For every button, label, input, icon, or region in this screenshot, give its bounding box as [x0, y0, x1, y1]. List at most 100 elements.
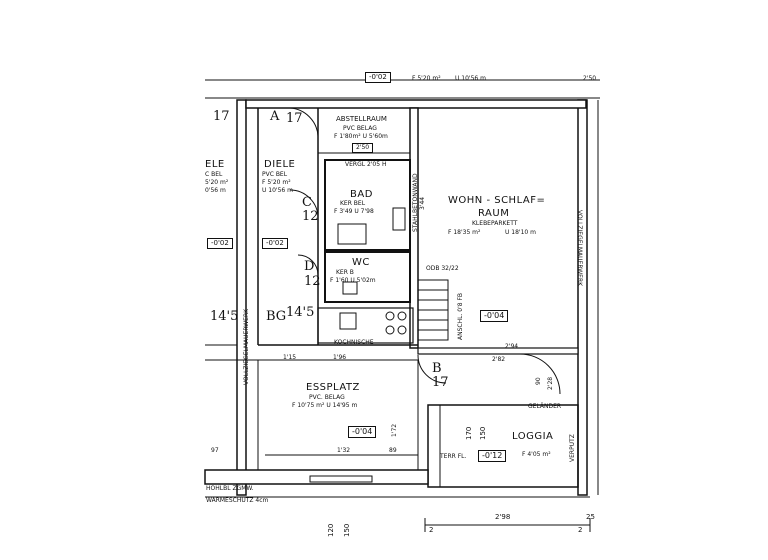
- loggia-area: F 4'05 m²: [522, 451, 551, 458]
- top-dim-250: 2'50: [583, 75, 597, 82]
- abstellraum-name: ABSTELLRAUM: [336, 115, 387, 123]
- dim-196: 1'96: [333, 354, 347, 361]
- stove-burner: [385, 325, 395, 335]
- bad-name: BAD: [350, 189, 373, 200]
- right-outer-wall: [577, 99, 588, 496]
- diele-left-name: ELE: [205, 159, 225, 170]
- gelander-label: GELÄNDER: [528, 403, 562, 410]
- wohn-level: -0'04: [480, 310, 509, 322]
- wc-floor: KER B: [336, 269, 354, 276]
- bad-note: VERGL 2'05 H: [345, 161, 387, 168]
- abstellraum-area: F 1'80m² U 5'60m: [334, 133, 388, 140]
- dim-172: 1'72: [391, 423, 398, 437]
- terr-label: TERR FL.: [440, 453, 467, 460]
- essplatz-area: F 10'75 m² U 14'95 m: [292, 402, 358, 409]
- bad-area: F 3'49 U 7'98: [334, 208, 374, 215]
- dim-97: 97: [211, 447, 219, 454]
- dim-2a: 2: [429, 526, 434, 534]
- door-code-a: A: [270, 109, 280, 124]
- wohn-bottom-wall: [417, 347, 579, 355]
- sink: [339, 312, 357, 330]
- top-level-marker: -0'02: [365, 72, 391, 83]
- stove-burner: [397, 325, 407, 335]
- bad-floor: KER BEL: [340, 200, 366, 207]
- stove-burner: [385, 311, 395, 321]
- door-swing: [289, 189, 319, 219]
- dim-282: 2'82: [492, 356, 506, 363]
- washbasin: [392, 207, 406, 231]
- door-code-c: C: [302, 195, 312, 210]
- diele-perimeter: U 10'56 m: [262, 187, 293, 194]
- top-area: F 5'20 m²: [412, 75, 441, 82]
- toilet: [342, 281, 358, 295]
- door-code-a-num: 17: [286, 111, 303, 126]
- wohn-floor: KLEBEPARKETT: [472, 220, 518, 227]
- door-swing: [417, 354, 447, 384]
- bathtub: [337, 223, 367, 245]
- vollziegel-left-label: VOLLZIEGELMAUERWERK: [243, 308, 250, 385]
- door-code-d-num: 12: [304, 274, 321, 289]
- dim-294: 2'94: [505, 343, 519, 350]
- abstellraum-floor: PVC BELAG: [343, 125, 377, 132]
- top-perimeter: U 10'56 m: [455, 75, 486, 82]
- door-code-17: 17: [213, 109, 230, 124]
- diele-name: DIELE: [264, 159, 296, 170]
- ansch-label: ANSCHL. 0'8 FB: [457, 292, 464, 340]
- kochnische-name: KOCHNISCHE: [334, 339, 374, 346]
- door-swing: [519, 353, 561, 395]
- wohn-perimeter: U 18'10 m: [505, 229, 536, 236]
- door-swing: [289, 107, 319, 137]
- door-code-b: B: [432, 361, 442, 376]
- wc-name: WC: [352, 257, 370, 268]
- diele-area: F 5'20 m²: [262, 179, 291, 186]
- dim-170: 170: [465, 426, 473, 440]
- stove-burner: [397, 311, 407, 321]
- loggia-name: LOGGIA: [512, 431, 554, 442]
- vollziegel-right-label: VOLLZIEGELMAUERWERK: [576, 210, 583, 287]
- door-code-bg: BG: [266, 309, 287, 324]
- essplatz-level: -0'04: [348, 426, 377, 438]
- dim-90: 90: [535, 377, 542, 385]
- wc-area: F 1'60 U 5'02m: [330, 277, 376, 284]
- bad-outline: [324, 159, 411, 251]
- door-code-c-num: 12: [302, 209, 319, 224]
- door-code-b-num: 17: [432, 375, 449, 390]
- dim-132: 1'32: [337, 447, 351, 454]
- dim-298: 2'98: [495, 513, 511, 521]
- essplatz-floor: PVC. BELAG: [309, 394, 345, 401]
- essplatz-name: ESSPLATZ: [306, 382, 360, 393]
- dim-344: 3'44: [419, 196, 426, 210]
- dim-228: 2'28: [547, 376, 554, 390]
- dim-115: 1'15: [283, 354, 297, 361]
- dim-89: 89: [389, 447, 397, 454]
- wc-outline: [324, 251, 411, 303]
- door-code-left: 14'5: [210, 309, 239, 324]
- waermeschutz-label: WÄRMESCHUTZ 4cm: [206, 497, 269, 504]
- dim-25: 25: [586, 513, 595, 521]
- loggia-outline: [427, 404, 579, 488]
- diele-left-floor: C BEL: [205, 171, 223, 178]
- odb-label: ODB 32/22: [426, 265, 459, 272]
- top-wall: [245, 99, 587, 109]
- diele-left-level: -0'02: [207, 238, 233, 249]
- dim-120: 120: [327, 523, 335, 537]
- window: [309, 475, 373, 483]
- dim-2b: 2: [578, 526, 583, 534]
- diele-floor: PVC BEL: [262, 171, 288, 178]
- left-outer-wall: [236, 99, 247, 496]
- door-code-bg-num: 14'5: [286, 305, 315, 320]
- dim-150b: 150: [343, 523, 351, 537]
- diele-level: -0'02: [262, 238, 288, 249]
- wohn-area: F 18'35 m²: [448, 229, 481, 236]
- dim-150: 150: [479, 426, 487, 440]
- loggia-level: -0'12: [478, 450, 507, 462]
- diele-left-area: 5'20 m²: [205, 179, 229, 186]
- hohlbl-label: HOHLBL ZGMW.: [206, 485, 254, 492]
- abstellraum-height: 2'50: [352, 143, 374, 153]
- wohn-name: WOHN - SCHLAF=: [448, 195, 546, 206]
- verputz-label: VERPUTZ: [569, 434, 576, 462]
- wohn-name-2: RAUM: [478, 208, 510, 219]
- door-swing: [297, 254, 319, 276]
- diele-left-perimeter: 0'56 m: [205, 187, 226, 194]
